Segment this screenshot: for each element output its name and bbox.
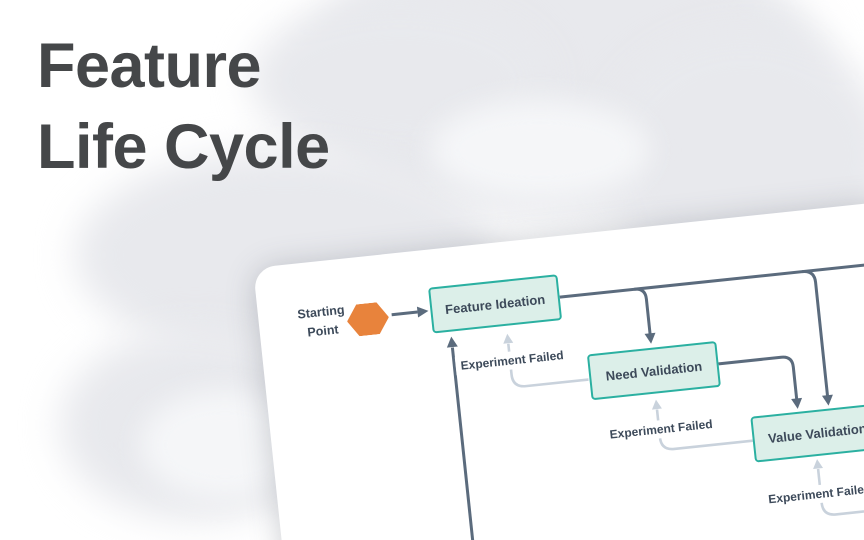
arrowhead-main-to-value-validation — [821, 394, 833, 406]
edge-main-to-value-validation — [802, 269, 829, 396]
edge-ideation-to-need-validation — [634, 287, 652, 335]
arrowhead-fail-offscreen-to-value — [813, 459, 824, 470]
title-line-1: Feature — [37, 31, 262, 101]
watercolor-highlight — [430, 100, 650, 200]
edge-need-to-value-validation — [718, 355, 799, 400]
edge-main-flow — [559, 257, 864, 299]
flow-connectors — [391, 257, 864, 540]
page-title: Feature Life Cycle — [37, 26, 330, 189]
edge-fail-offscreen-to-value — [816, 468, 864, 516]
edge-start-to-ideation — [391, 310, 418, 317]
arrowhead-fail-need-to-ideation — [503, 333, 514, 344]
arrowhead-need-to-value-validation — [791, 397, 803, 409]
arrowhead-start-to-ideation — [416, 306, 429, 318]
arrowhead-return-to-ideation — [446, 336, 458, 348]
arrowhead-fail-value-to-need — [651, 399, 662, 410]
edge-fail-need-to-ideation — [507, 343, 589, 388]
arrowhead-ideation-to-need-validation — [644, 332, 656, 344]
edge-return-to-ideation — [450, 347, 480, 540]
title-line-2: Life Cycle — [37, 112, 330, 183]
flowchart-card: Starting Point Feature Ideation Need Val… — [253, 192, 864, 540]
